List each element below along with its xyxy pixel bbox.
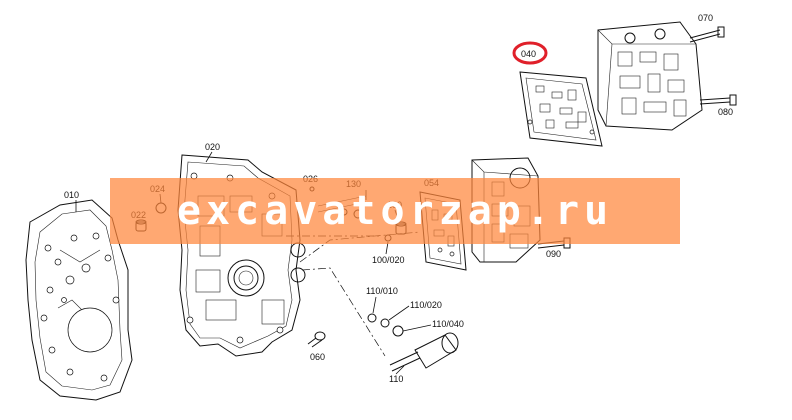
label-010: 010 bbox=[64, 190, 79, 200]
label-040: 040 bbox=[521, 49, 536, 59]
label-110-020: 110/020 bbox=[410, 300, 442, 310]
part-070-bolt[interactable] bbox=[689, 26, 725, 43]
leader-100-020 bbox=[385, 241, 389, 255]
leader-110 bbox=[395, 365, 405, 375]
part-040-separator-plate[interactable] bbox=[519, 71, 603, 147]
label-090: 090 bbox=[546, 249, 561, 259]
callout-040-highlight[interactable] bbox=[512, 41, 548, 65]
assembly-line-3 bbox=[301, 267, 386, 357]
part-110-020-o-ring[interactable] bbox=[380, 318, 390, 328]
part-110-010-o-ring[interactable] bbox=[367, 313, 377, 323]
part-control-valve-block[interactable] bbox=[597, 21, 703, 131]
part-110-solenoid-valve[interactable] bbox=[389, 332, 459, 372]
part-010-gasket-plate[interactable] bbox=[25, 199, 133, 401]
label-110-040: 110/040 bbox=[432, 319, 464, 329]
part-080-bolt[interactable] bbox=[699, 94, 737, 106]
leader-110-040 bbox=[402, 324, 432, 332]
label-080: 080 bbox=[718, 107, 733, 117]
watermark-banner: excavatorzap.ru bbox=[110, 178, 680, 244]
leader-020 bbox=[205, 151, 213, 163]
leader-110-020 bbox=[388, 305, 410, 321]
leader-110-010 bbox=[372, 296, 377, 314]
label-110-010: 110/010 bbox=[366, 286, 398, 296]
part-060-bolt[interactable] bbox=[307, 331, 326, 348]
label-060: 060 bbox=[310, 352, 325, 362]
watermark-text: excavatorzap.ru bbox=[176, 188, 614, 234]
label-070: 070 bbox=[698, 13, 713, 23]
part-110-040-o-ring[interactable] bbox=[392, 325, 404, 337]
label-020: 020 bbox=[205, 142, 220, 152]
label-110: 110 bbox=[389, 374, 403, 384]
label-100-020: 100/020 bbox=[372, 255, 405, 265]
